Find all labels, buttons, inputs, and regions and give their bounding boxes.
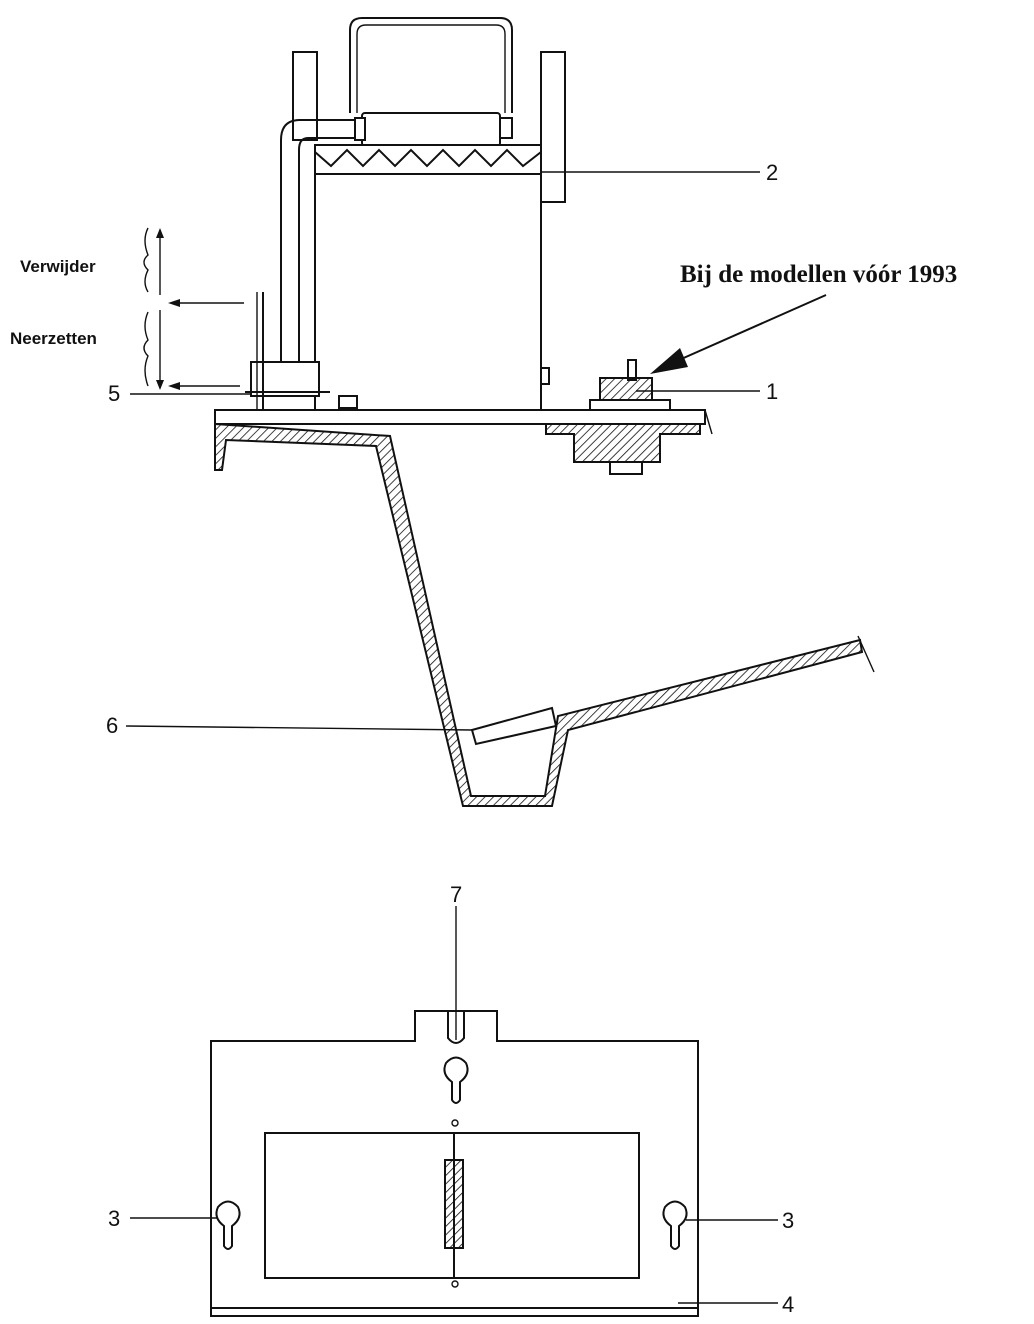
callout-2: 2	[766, 160, 778, 185]
zigzag-lid	[314, 148, 542, 168]
inner-window	[264, 1132, 640, 1279]
base-plate	[214, 409, 706, 425]
callout-4: 4	[782, 1292, 794, 1317]
carry-handle	[349, 17, 513, 113]
note-arrow-head	[650, 348, 688, 374]
filter-pad	[470, 706, 558, 746]
roller	[361, 112, 501, 147]
callout-3-left: 3	[108, 1206, 120, 1231]
top-slot	[447, 1011, 465, 1044]
callout-lines	[125, 171, 760, 731]
callout-5: 5	[108, 381, 120, 406]
knurled-knob	[599, 377, 653, 401]
container-body	[314, 144, 542, 411]
cross-section-view	[214, 17, 875, 807]
keyhole-right	[662, 1200, 688, 1250]
remove-label: Verwijder	[20, 257, 96, 276]
callout-3-right: 3	[782, 1208, 794, 1233]
mount-block	[545, 423, 701, 463]
funnel-wall	[214, 422, 864, 807]
direction-arrows	[143, 227, 244, 390]
keyhole-top	[443, 1056, 469, 1104]
callout-7: 7	[450, 882, 462, 907]
plan-callout-lines	[130, 906, 778, 1304]
callout-6: 6	[106, 713, 118, 738]
place-label: Neerzetten	[10, 329, 97, 348]
mounting-plate	[210, 1010, 699, 1317]
bent-tube	[280, 119, 356, 362]
keyhole-left	[215, 1200, 241, 1250]
left-guide-post	[292, 51, 318, 141]
mounting-clip	[250, 361, 320, 397]
models-note: Bij de modellen vóór 1993	[680, 261, 957, 288]
plan-view	[210, 1010, 699, 1317]
note-arrow	[669, 294, 827, 365]
callout-1: 1	[766, 379, 778, 404]
right-guide-post	[540, 51, 566, 203]
